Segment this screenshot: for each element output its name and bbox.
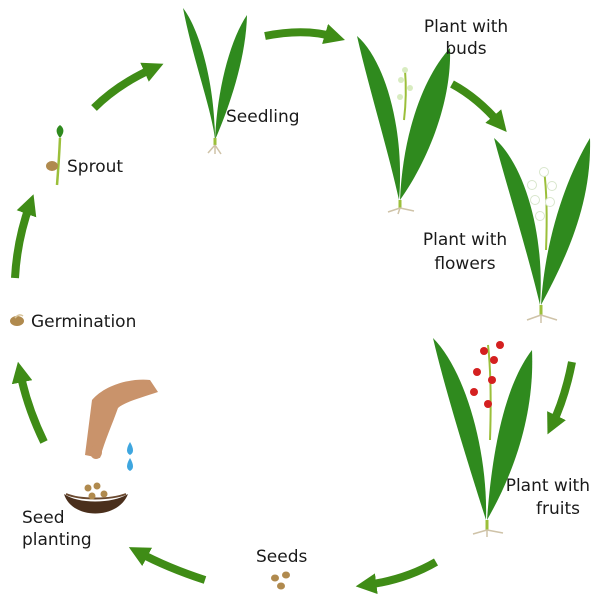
seeds-illustration [271,571,290,590]
cycle-arrows [11,24,576,594]
fruits-label-line-1: Plant with [505,476,590,496]
sprout-label: Sprout [67,157,124,177]
sprout-illustration [46,125,64,186]
germination-illustration [10,314,24,326]
germination-label: Germination [31,312,137,332]
planting-label-line-2: planting [22,530,92,550]
seedling-label: Seedling [226,107,300,127]
arrow-planting-to-germination [11,361,48,444]
arrow-fruits-to-seeds [355,558,439,594]
buds-label-line-2: buds [445,39,487,59]
seed-planting-illustration [64,379,158,514]
buds-label-line-1: Plant with [423,17,509,37]
seeds-label: Seeds [256,547,308,567]
arrow-flowers-to-fruits [547,361,576,435]
fruits-label-line-2: fruits [536,499,580,519]
arrow-buds-to-flowers [450,80,507,132]
planting-label-line-1: Seed [22,508,65,528]
plant-with-flowers-illustration [494,138,591,323]
arrow-germination-to-sprout [11,194,37,279]
seedling-illustration [183,8,247,155]
plant-with-buds-illustration [357,36,451,215]
flowers-label-line-2: flowers [434,254,496,274]
arrow-sprout-to-seedling [91,62,164,111]
arrow-seedling-to-buds [264,24,345,44]
flowers-label-line-1: Plant with [422,230,508,250]
plant-with-fruits-illustration [433,338,533,537]
arrow-seeds-to-planting [128,547,207,584]
